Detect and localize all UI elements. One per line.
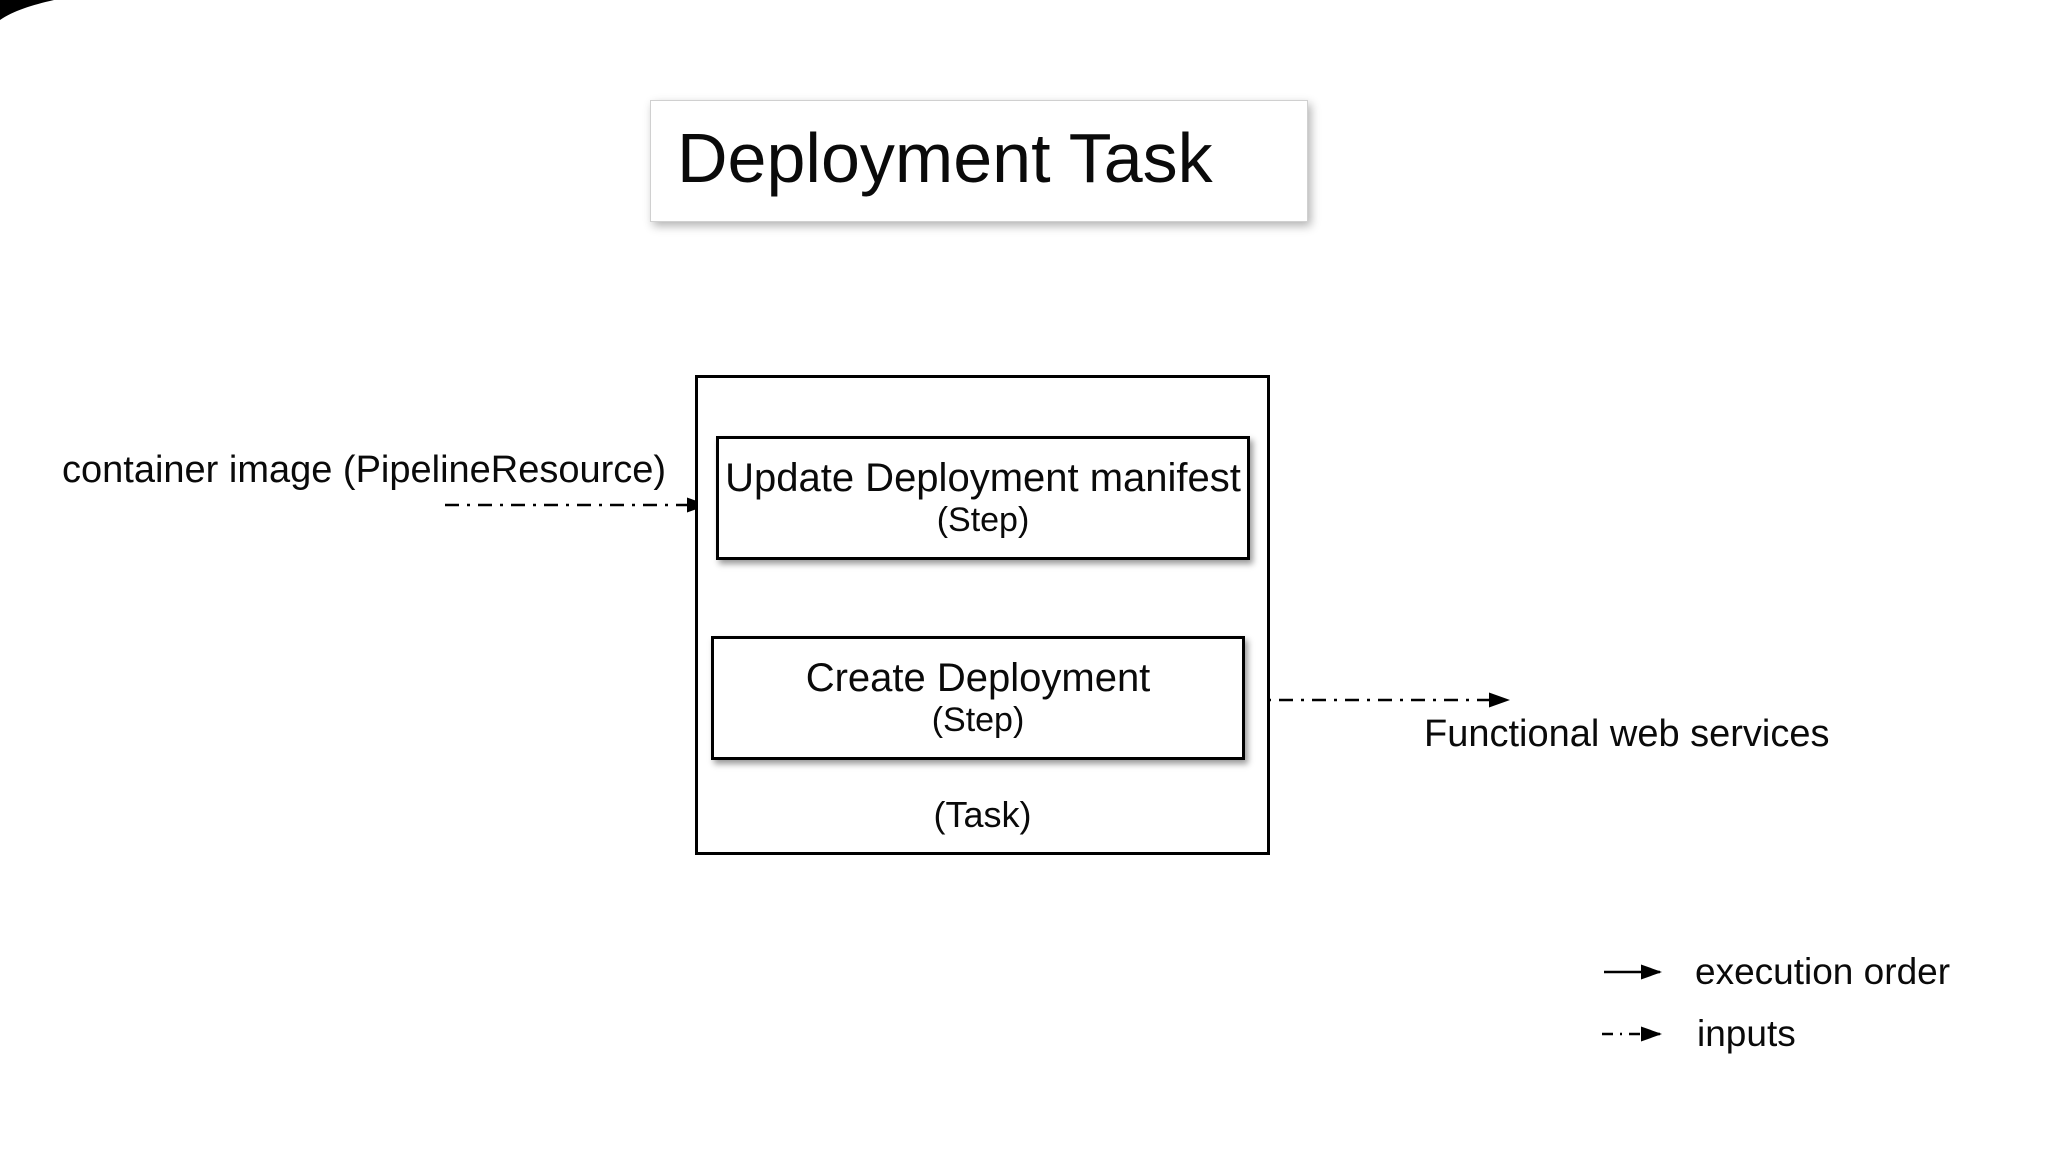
diagram-title-box: Deployment Task [650,100,1308,222]
step-create-deployment: Create Deployment (Step) [711,636,1245,760]
output-annotation: Functional web services [1424,713,1830,755]
step-update-deployment-manifest: Update Deployment manifest (Step) [716,436,1250,560]
input-annotation: container image (PipelineResource) [62,449,667,491]
diagram-title: Deployment Task [677,119,1213,197]
step-name: Create Deployment [805,656,1151,701]
step-type-label: (Step) [936,501,1030,540]
corner-artifact-shape [0,0,54,20]
legend-item-inputs: inputs [1697,1013,1796,1054]
step-name: Update Deployment manifest [725,456,1241,501]
step-type-label: (Step) [931,701,1025,740]
task-caption: (Task) [933,794,1032,835]
legend-item-execution-order: execution order [1695,951,1951,992]
